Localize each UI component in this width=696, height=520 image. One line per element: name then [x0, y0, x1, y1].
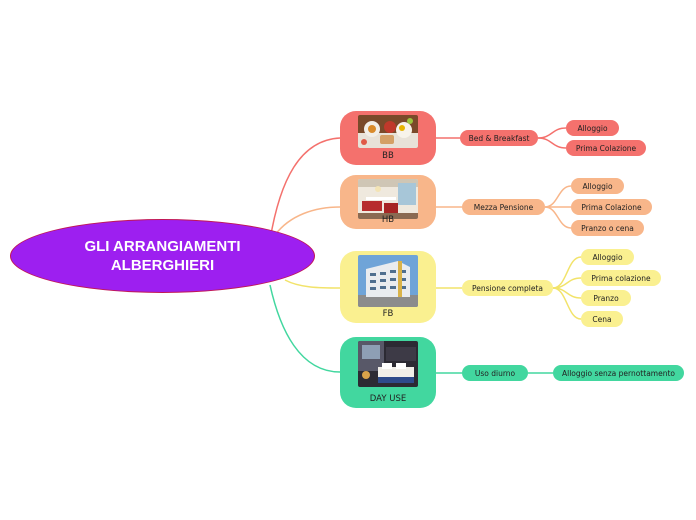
list-item[interactable]: Cena: [581, 311, 623, 327]
list-item[interactable]: Alloggio senza pernottamento: [553, 365, 684, 381]
list-item[interactable]: Prima Colazione: [571, 199, 652, 215]
detail-day-use[interactable]: Uso diurno: [462, 365, 528, 381]
detail-hb[interactable]: Mezza Pensione: [462, 199, 545, 215]
branch-hb[interactable]: HB: [340, 175, 436, 229]
root-title: GLI ARRANGIAMENTI ALBERGHIERI: [84, 238, 241, 274]
branch-fb[interactable]: FB: [340, 251, 436, 323]
list-item[interactable]: Alloggio: [571, 178, 624, 194]
list-item[interactable]: Prima Colazione: [566, 140, 646, 156]
hotel-room-photo: [358, 341, 418, 387]
hotel-building-photo: [358, 255, 418, 307]
detail-bb[interactable]: Bed & Breakfast: [460, 130, 538, 146]
branch-day-use[interactable]: DAY USE: [340, 337, 436, 408]
branch-bb-label: BB: [382, 151, 394, 161]
detail-fb[interactable]: Pensione completa: [462, 280, 553, 296]
list-item[interactable]: Alloggio: [566, 120, 619, 136]
branch-fb-label: FB: [382, 309, 394, 319]
breakfast-photo: [358, 115, 418, 148]
list-item[interactable]: Alloggio: [581, 249, 634, 265]
list-item[interactable]: Pranzo o cena: [571, 220, 644, 236]
list-item[interactable]: Pranzo: [581, 290, 631, 306]
branch-day-use-label: DAY USE: [369, 394, 407, 404]
branch-bb[interactable]: BB: [340, 111, 436, 165]
list-item[interactable]: Prima colazione: [581, 270, 661, 286]
restaurant-photo: [358, 179, 418, 219]
root-node[interactable]: GLI ARRANGIAMENTI ALBERGHIERI: [10, 219, 315, 293]
branch-hb-label: HB: [381, 215, 395, 225]
